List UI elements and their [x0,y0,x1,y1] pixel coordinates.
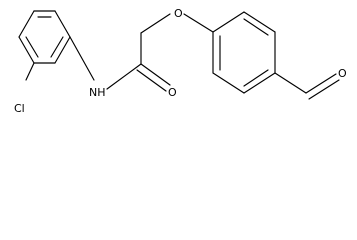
bond [18,36,35,64]
aryl-nitrogen-bond [69,36,95,81]
chlorine-label: Cl [14,102,25,115]
chlorophenyl-ring [18,10,71,64]
structure-canvas: Cl NH O O O [14,7,347,115]
carbon-chlorine-bond [25,62,35,81]
aromatic-double-bond [25,36,39,58]
benzaldehyde-ring [212,11,276,94]
bond [54,36,71,64]
amide-bond [106,63,142,90]
bond [18,10,35,38]
bond [54,10,71,38]
aldehyde-carbon-bond [274,72,307,94]
carbonyl-double-bond [140,63,171,86]
bond [243,11,276,33]
aldehyde-double-bond [308,79,340,100]
ether-oxygen-label: O [174,7,183,20]
carbonyl-oxygen-label: O [168,86,177,99]
aryl-ether-bond [183,13,214,33]
ether-bond [140,13,171,34]
carbonyl-double-bond [136,69,167,92]
aldehyde-oxygen-label: O [338,67,347,80]
bond [212,72,245,94]
chemical-structure: Cl NH O O O [14,7,347,115]
nitrogen-label: NH [89,86,106,99]
aromatic-double-bond [243,69,269,87]
bond [212,11,245,33]
aldehyde-double-bond [305,73,337,94]
bond [243,72,276,94]
aromatic-double-bond [50,36,64,58]
aromatic-double-bond [243,18,269,36]
